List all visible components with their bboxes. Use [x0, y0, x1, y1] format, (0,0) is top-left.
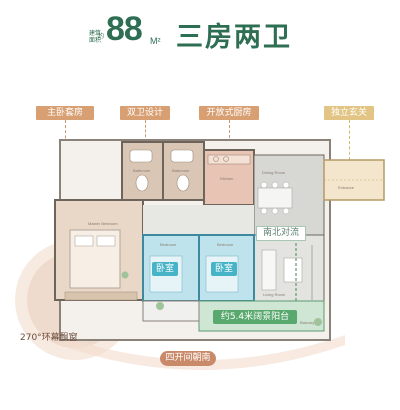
area-label-line1: 建筑	[88, 30, 101, 37]
tag-double-bath: 双卫设计	[120, 106, 170, 120]
label-bed2-en: Bedroom	[217, 242, 234, 247]
label-bath2-en: Bathroom	[172, 168, 190, 173]
label-dining-en: Dining Room	[262, 170, 286, 175]
tag-ns-ventilation: 南北对流	[256, 226, 306, 241]
label-kitchen-en: Kitchen	[220, 176, 234, 181]
plant-2	[314, 318, 322, 326]
south-band	[60, 335, 345, 370]
tag-entrance: 独立玄关	[324, 106, 374, 120]
tag-master-suite: 主卧套房	[36, 106, 94, 120]
label-foyer-en: Entrance	[338, 185, 355, 190]
tag-bedroom-1: 卧室	[152, 262, 178, 276]
area-unit: M²	[150, 36, 161, 46]
tag-bedroom-2: 卧室	[211, 262, 237, 276]
plant-1	[156, 302, 164, 310]
area-number: 88	[106, 10, 143, 48]
area-label-line2: 面积	[88, 37, 101, 44]
layout-title: 三房两卫	[176, 22, 292, 53]
caption-bay-window: 270°环幕飘窗	[20, 333, 78, 343]
dining-table	[257, 187, 293, 209]
area-label: 建筑 面积	[84, 30, 106, 44]
leader-entrance	[349, 120, 350, 160]
label-balcony-en: Balcony	[300, 320, 315, 325]
label-living-en: Living Room	[263, 292, 286, 297]
plant-3	[121, 271, 129, 279]
master-bay-window	[64, 291, 138, 301]
label-bed1-en: Bedroom	[160, 242, 177, 247]
area-approx: 约	[98, 33, 105, 40]
label-bath1-en: Bathroom	[133, 168, 151, 173]
caption-south-facing: 四开间朝南	[160, 351, 216, 366]
corridor	[143, 205, 254, 235]
tag-balcony: 约5.4米阔景阳台	[213, 310, 297, 324]
leader-kitchen	[229, 120, 230, 148]
leader-bath	[145, 120, 146, 142]
sofa	[261, 249, 277, 291]
label-master-en: Master Bedroom	[88, 221, 118, 226]
tag-open-kitchen: 开放式厨房	[199, 106, 259, 120]
